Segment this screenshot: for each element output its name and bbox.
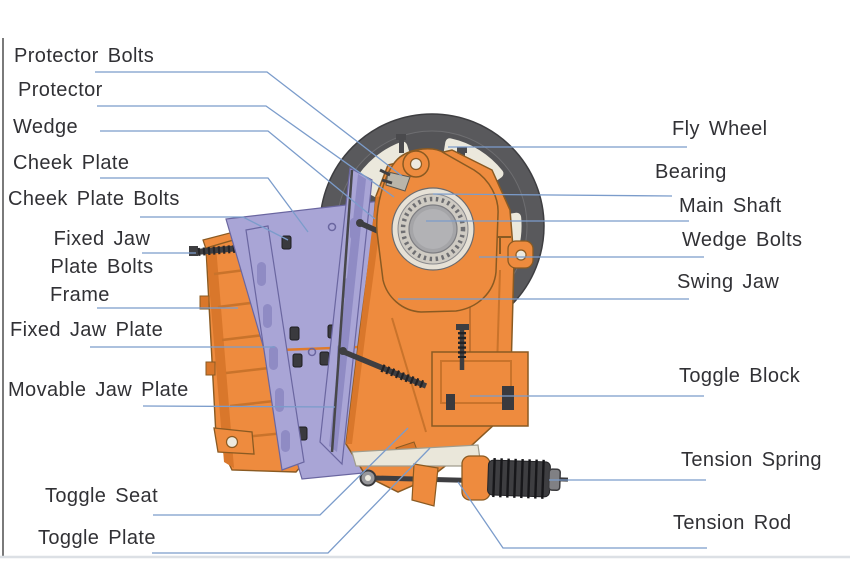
label-fixed-jaw-plate-bolts: Fixed Jaw Plate Bolts: [36, 225, 168, 281]
label-cheek-plate: Cheek Plate: [13, 152, 130, 174]
fixed-jaw-plate-slots: [257, 262, 290, 452]
leader-lines: [90, 71, 707, 554]
tension-spring: [461, 455, 569, 501]
label-movable-jaw-plate: Movable Jaw Plate: [8, 379, 189, 401]
jaw-plate-tie-rod: [330, 169, 354, 453]
tension-rod: [359, 463, 493, 507]
label-protector-bolts: Protector Bolts: [14, 45, 155, 67]
label-wedge-bolts: Wedge Bolts: [682, 229, 803, 251]
label-fixed-jaw-plate-bolts-line2: Plate Bolts: [50, 256, 154, 278]
frame-side-lug: [507, 240, 534, 269]
label-swing-jaw: Swing Jaw: [677, 271, 780, 293]
label-fixed-jaw-plate-bolts-line1: Fixed Jaw: [53, 228, 151, 250]
rod-bracket: [411, 463, 439, 507]
leader-toggle-plate: [152, 447, 431, 554]
leader-wedge: [100, 130, 376, 220]
label-fixed-jaw-plate: Fixed Jaw Plate: [10, 319, 164, 341]
leader-cheek-plate: [100, 177, 309, 233]
frame-foot: [213, 427, 255, 455]
leader-tension-rod: [457, 481, 707, 549]
bearing-housing: [376, 148, 499, 313]
label-main-shaft: Main Shaft: [679, 195, 782, 217]
protector: [402, 150, 430, 178]
label-tension-rod: Tension Rod: [673, 512, 792, 534]
label-fly-wheel: Fly Wheel: [672, 118, 768, 140]
label-toggle-block: Toggle Block: [679, 365, 801, 387]
label-cheek-plate-bolts: Cheek Plate Bolts: [8, 188, 180, 210]
label-protector: Protector: [18, 79, 103, 101]
label-tension-spring: Tension Spring: [681, 449, 822, 471]
leader-cheek-plate-bolts: [140, 216, 289, 241]
protector-bolts: [379, 168, 411, 192]
leader-toggle-seat: [153, 427, 409, 516]
leader-protector: [97, 105, 395, 198]
label-toggle-seat: Toggle Seat: [45, 485, 159, 507]
leader-bearing: [432, 193, 673, 197]
main-shaft: [408, 204, 458, 254]
label-toggle-plate: Toggle Plate: [38, 527, 156, 549]
label-bearing: Bearing: [655, 161, 727, 183]
label-wedge: Wedge: [13, 116, 79, 138]
fixed-jaw-plate: [245, 225, 305, 471]
leader-movable-jaw-plate: [142, 405, 336, 408]
adjustment-bolt: [456, 324, 469, 370]
toggle-block: [431, 324, 529, 427]
label-frame: Frame: [50, 284, 110, 306]
leader-protector-bolts: [95, 71, 403, 177]
